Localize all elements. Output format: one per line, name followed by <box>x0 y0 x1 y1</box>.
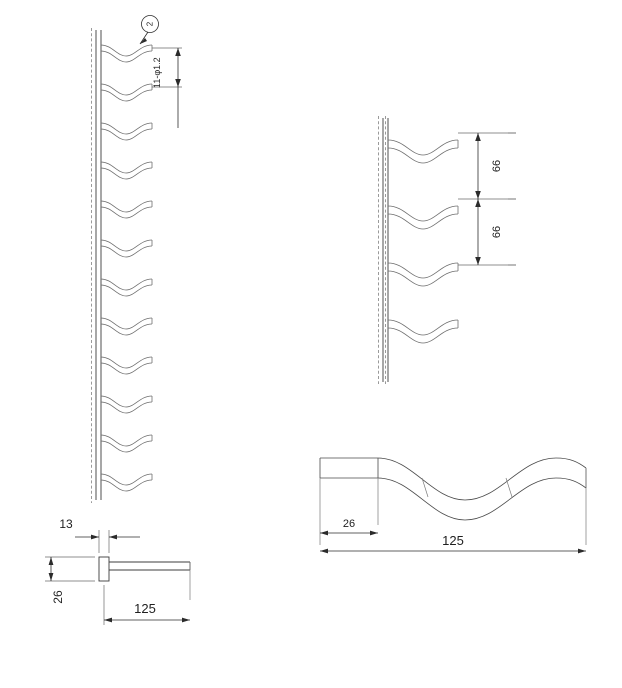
balloon-arrow <box>140 38 147 44</box>
dim66-text-a: 66 <box>491 160 503 172</box>
dim125-arrow-left <box>104 617 112 623</box>
hook-item <box>387 205 459 230</box>
hook-item <box>100 122 153 141</box>
hook-item <box>100 356 153 375</box>
profile-dim26-arrow-left <box>320 530 328 536</box>
dim66b-arrow-bottom <box>475 257 481 265</box>
profile-dim26-text: 26 <box>343 518 355 530</box>
dim125-text: 125 <box>134 601 156 616</box>
hook-item <box>100 83 153 102</box>
profile-dim125-text: 125 <box>442 533 464 548</box>
hook-item <box>387 262 459 287</box>
hook-item <box>100 161 153 180</box>
hook-item <box>100 473 153 492</box>
dim66a-arrow-bottom <box>475 191 481 199</box>
dim66b-arrow-top <box>475 199 481 207</box>
dim26-arrow-top <box>48 557 54 565</box>
wave-profile-view: 26 125 <box>319 457 587 554</box>
detail-dimensions: 66 66 <box>458 132 516 266</box>
detail-hook-group <box>387 139 459 344</box>
phi-dimension-text: 11-φ1.2 <box>152 57 162 88</box>
hook-item <box>100 278 153 297</box>
dim-length-125: 125 <box>103 585 190 625</box>
front-elevation-view: 2 11-φ1.2 <box>91 15 182 503</box>
balloon-text: 2 <box>146 21 155 26</box>
profile-dim26-arrow-right <box>370 530 378 536</box>
dim13-arrow-right <box>109 534 117 540</box>
plan-side-view: 13 26 125 <box>45 517 191 625</box>
balloon-callout: 2 <box>139 15 159 45</box>
hook-item <box>100 434 153 453</box>
dim13-text: 13 <box>59 517 73 531</box>
dim-thickness-13: 13 <box>59 517 140 553</box>
profile-bottom-curve <box>377 477 587 521</box>
phi-dimension: 11-φ1.2 <box>152 47 182 128</box>
dim13-arrow-left <box>91 534 99 540</box>
dim125-arrow-right <box>182 617 190 623</box>
profile-dim-125: 125 <box>320 533 586 554</box>
profile-dim125-arrow-right <box>578 548 586 554</box>
hook-item <box>100 239 153 258</box>
dim26-arrow-bottom <box>48 573 54 581</box>
rail-cross-section <box>98 556 110 582</box>
dim-height-26: 26 <box>45 556 95 604</box>
hook-group <box>100 44 153 492</box>
balloon-circle <box>141 15 159 33</box>
hook-item <box>100 200 153 219</box>
dim26-text: 26 <box>51 590 65 604</box>
hook-item <box>100 44 153 63</box>
profile-tick-left <box>421 477 429 498</box>
hook-item <box>387 319 459 344</box>
hook-item <box>100 395 153 414</box>
balloon-leader <box>139 31 149 45</box>
phi-arrow-top <box>175 48 181 56</box>
dim66a-arrow-top <box>475 133 481 141</box>
profile-dim-26: 26 <box>320 518 378 536</box>
profile-top-curve <box>377 457 587 501</box>
hook-item <box>387 139 459 164</box>
profile-dim125-arrow-left <box>320 548 328 554</box>
detail-elevation-view: 66 66 <box>378 116 516 384</box>
hook-item <box>100 317 153 336</box>
dim66-text-b: 66 <box>491 226 503 238</box>
profile-tick-right <box>505 477 513 498</box>
phi-arrow-bottom <box>175 79 181 87</box>
